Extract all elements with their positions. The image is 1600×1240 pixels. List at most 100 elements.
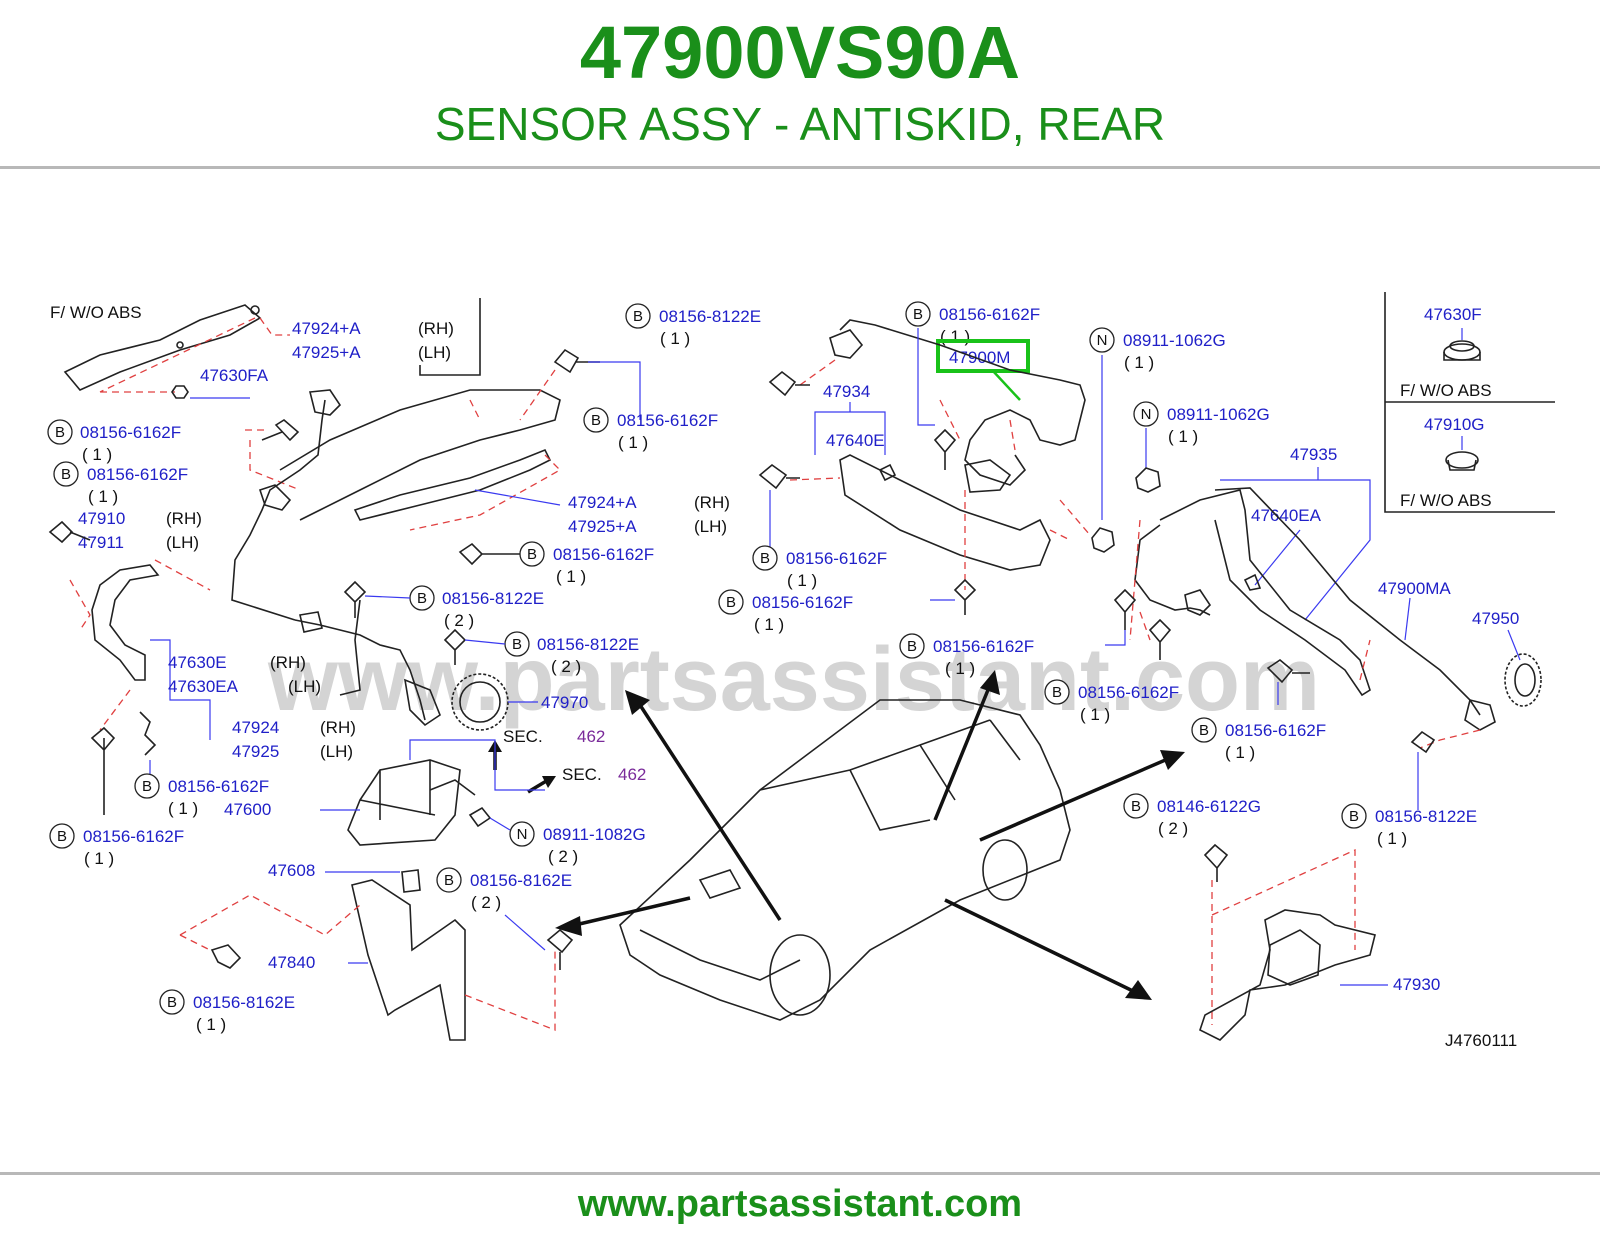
label-47840[interactable]: 47840: [268, 953, 315, 972]
label-08156-6162F-k[interactable]: 08156-6162F: [1078, 683, 1179, 702]
qty-t: ( 1 ): [1225, 743, 1255, 762]
label-08156-8122E-c[interactable]: 08156-8122E: [659, 307, 761, 326]
label-47900MA[interactable]: 47900MA: [1378, 579, 1451, 598]
part-name-subtitle: SENSOR ASSY - ANTISKID, REAR: [434, 98, 1166, 150]
callout-n-3: N: [1133, 401, 1159, 427]
svg-text:B: B: [1349, 808, 1359, 825]
label-08156-6162F-g[interactable]: 08156-6162F: [939, 305, 1040, 324]
callout-b-16: B: [1044, 679, 1070, 705]
callout-b-12: B: [905, 301, 931, 327]
label-08156-6162F-e[interactable]: 08156-6162F: [168, 777, 269, 796]
qty-s: ( 1 ): [1080, 705, 1110, 724]
label-08156-8122E-d[interactable]: 08156-8122E: [1375, 807, 1477, 826]
label-47630FA[interactable]: 47630FA: [200, 366, 269, 385]
svg-text:B: B: [760, 550, 770, 567]
label-08146-6122G[interactable]: 08146-6122G: [1157, 797, 1261, 816]
footer-website-link[interactable]: www.partsassistant.com: [577, 1183, 1023, 1225]
g-sensor-47930: [1199, 843, 1388, 1041]
label-47970[interactable]: 47970: [541, 693, 588, 712]
bolt-upper-mid: [519, 348, 641, 421]
label-47630EA[interactable]: 47630EA: [168, 677, 239, 696]
callout-b-4: B: [519, 541, 545, 567]
qty-g: ( 1 ): [168, 799, 198, 818]
svg-text:B: B: [1052, 684, 1062, 701]
label-08156-8122E-a[interactable]: 08156-8122E: [442, 589, 544, 608]
label-08156-8122E-b[interactable]: 08156-8122E: [537, 635, 639, 654]
lh-label-4: (LH): [288, 677, 321, 696]
label-47910[interactable]: 47910: [78, 509, 125, 528]
label-47924A-mid[interactable]: 47924+A: [568, 493, 637, 512]
label-08156-6162F-l[interactable]: 08156-6162F: [1225, 721, 1326, 740]
rh-label-5: (RH): [320, 718, 356, 737]
label-47934[interactable]: 47934: [823, 382, 870, 401]
svg-text:B: B: [591, 412, 601, 429]
svg-text:B: B: [907, 638, 917, 655]
callout-b-7: B: [134, 773, 160, 799]
label-08156-6162F-c[interactable]: 08156-6162F: [617, 411, 718, 430]
svg-text:B: B: [913, 306, 923, 323]
lh-label-2: (LH): [166, 533, 199, 552]
label-47640E[interactable]: 47640E: [826, 431, 885, 450]
label-47925A-top[interactable]: 47925+A: [292, 343, 361, 362]
label-47630E[interactable]: 47630E: [168, 653, 227, 672]
footer-divider: [0, 1172, 1600, 1175]
callout-b-9: B: [159, 989, 185, 1015]
label-08156-6162F-b[interactable]: 08156-6162F: [87, 465, 188, 484]
bracket-47924A-mid: [353, 448, 562, 531]
qty-n: ( 1 ): [1124, 353, 1154, 372]
label-08911-1062G-b[interactable]: 08911-1062G: [1167, 405, 1270, 424]
svg-text:N: N: [1097, 332, 1108, 349]
qty-f: ( 2 ): [551, 657, 581, 676]
svg-text:B: B: [417, 590, 427, 607]
callout-n-1: N: [509, 821, 535, 847]
sec-number-2[interactable]: 462: [618, 765, 646, 784]
svg-text:B: B: [527, 546, 537, 563]
label-47924-bottom[interactable]: 47924: [232, 718, 279, 737]
label-08156-6162F-a[interactable]: 08156-6162F: [80, 423, 181, 442]
label-47640EA[interactable]: 47640EA: [1251, 506, 1322, 525]
qty-k: ( 2 ): [471, 893, 501, 912]
callout-b-8: B: [49, 823, 75, 849]
label-47925A-mid[interactable]: 47925+A: [568, 517, 637, 536]
label-47900M-highlighted[interactable]: 47900M: [949, 348, 1010, 367]
label-47600[interactable]: 47600: [224, 800, 271, 819]
label-08156-6162F-j[interactable]: 08156-6162F: [933, 637, 1034, 656]
rh-label-3: (RH): [694, 493, 730, 512]
callout-b-11: B: [625, 303, 651, 329]
bracket-47840: [179, 869, 556, 1041]
label-08156-6162F-i[interactable]: 08156-6162F: [752, 593, 853, 612]
fwo-abs-box: F/ W/O ABS: [50, 298, 481, 399]
label-47608[interactable]: 47608: [268, 861, 315, 880]
lh-label-1: (LH): [418, 343, 451, 362]
label-08911-1062G-a[interactable]: 08911-1062G: [1123, 331, 1226, 350]
sensor-47900M: [768, 319, 1115, 553]
label-47935[interactable]: 47935: [1290, 445, 1337, 464]
qty-m: ( 1 ): [940, 327, 970, 346]
qty-j: ( 1 ): [196, 1015, 226, 1034]
bolt-shape-2: [343, 580, 367, 618]
label-08156-6162F-f[interactable]: 08156-6162F: [83, 827, 184, 846]
nut-shape: [1135, 467, 1161, 493]
label-08156-6162F-h[interactable]: 08156-6162F: [786, 549, 887, 568]
qty-u: ( 2 ): [1158, 819, 1188, 838]
svg-text:N: N: [1141, 406, 1152, 423]
label-47630F[interactable]: 47630F: [1424, 305, 1482, 324]
sec-number-1[interactable]: 462: [577, 727, 605, 746]
label-08156-8162E-b[interactable]: 08156-8162E: [470, 871, 572, 890]
label-08156-6162F-d[interactable]: 08156-6162F: [553, 545, 654, 564]
label-47911[interactable]: 47911: [78, 533, 124, 552]
bracket-47934: [758, 454, 1071, 615]
label-47910G[interactable]: 47910G: [1424, 415, 1485, 434]
tone-ring-47950: [1504, 653, 1542, 707]
label-08156-8162E-a[interactable]: 08156-8162E: [193, 993, 295, 1012]
label-08911-1082G[interactable]: 08911-1082G: [543, 825, 646, 844]
lh-label-3: (LH): [694, 517, 727, 536]
label-47950[interactable]: 47950: [1472, 609, 1519, 628]
qty-p: ( 1 ): [754, 615, 784, 634]
label-47924A-top[interactable]: 47924+A: [292, 319, 361, 338]
callout-b-14: B: [718, 589, 744, 615]
label-47930[interactable]: 47930: [1393, 975, 1440, 994]
qty-q: ( 1 ): [945, 659, 975, 678]
label-47925-bottom[interactable]: 47925: [232, 742, 279, 761]
qty-o: ( 1 ): [787, 571, 817, 590]
